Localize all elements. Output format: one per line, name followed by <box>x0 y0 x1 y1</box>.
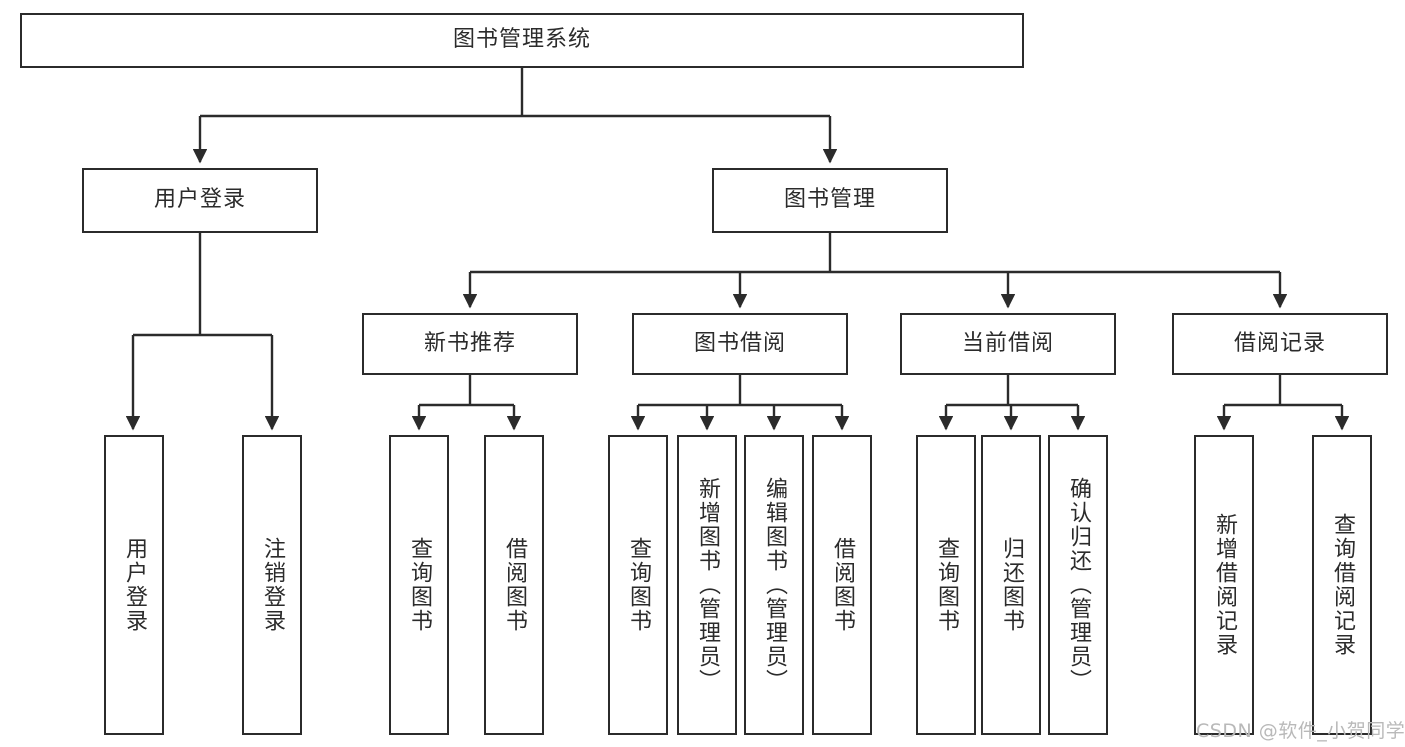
node-label: 新书推荐 <box>423 330 516 356</box>
leaf-user-login-box[interactable]: 用户登录 <box>104 435 164 735</box>
node-label: 查询图书 <box>406 537 432 633</box>
node-label: 借阅图书 <box>501 537 527 633</box>
node-label: 当前借阅 <box>961 330 1054 356</box>
node-label: 归还图书 <box>998 537 1024 633</box>
node-label: 查询图书 <box>933 537 959 633</box>
leaf-query-books-recommend-box[interactable]: 查询图书 <box>389 435 449 735</box>
book-management-box[interactable]: 图书管理 <box>712 168 948 233</box>
leaf-logout-box[interactable]: 注销登录 <box>242 435 302 735</box>
node-label: 查询借阅记录 <box>1329 513 1355 657</box>
leaf-add-book-admin-box[interactable]: 新增图书（管理员） <box>677 435 737 735</box>
leaf-borrow-books-box[interactable]: 借阅图书 <box>812 435 872 735</box>
new-book-recommend-box[interactable]: 新书推荐 <box>362 313 578 375</box>
node-label: 编辑图书（管理员） <box>761 477 787 693</box>
leaf-return-books-box[interactable]: 归还图书 <box>981 435 1041 735</box>
leaf-query-books-current-box[interactable]: 查询图书 <box>916 435 976 735</box>
current-borrow-box[interactable]: 当前借阅 <box>900 313 1116 375</box>
node-label: 查询图书 <box>625 537 651 633</box>
node-label: 新增图书（管理员） <box>694 477 720 693</box>
node-label: 图书管理 <box>783 187 876 213</box>
node-label: 确认归还（管理员） <box>1065 477 1091 693</box>
node-label: 借阅图书 <box>829 537 855 633</box>
root-title-box[interactable]: 图书管理系统 <box>20 13 1024 68</box>
node-label: 借阅记录 <box>1233 330 1326 356</box>
node-label: 用户登录 <box>121 537 147 633</box>
leaf-query-books-borrow-box[interactable]: 查询图书 <box>608 435 668 735</box>
user-login-box[interactable]: 用户登录 <box>82 168 318 233</box>
borrow-records-box[interactable]: 借阅记录 <box>1172 313 1388 375</box>
leaf-query-borrow-record-box[interactable]: 查询借阅记录 <box>1312 435 1372 735</box>
leaf-add-borrow-record-box[interactable]: 新增借阅记录 <box>1194 435 1254 735</box>
leaf-edit-book-admin-box[interactable]: 编辑图书（管理员） <box>744 435 804 735</box>
csdn-watermark: CSDN @软件_小贺同学 <box>1196 720 1405 742</box>
leaf-confirm-return-admin-box[interactable]: 确认归还（管理员） <box>1048 435 1108 735</box>
node-label: 图书借阅 <box>693 330 786 356</box>
node-label: 新增借阅记录 <box>1211 513 1237 657</box>
node-label: 用户登录 <box>153 187 246 213</box>
node-label: 图书管理系统 <box>452 27 591 53</box>
book-borrow-box[interactable]: 图书借阅 <box>632 313 848 375</box>
node-label: 注销登录 <box>259 537 285 633</box>
leaf-borrow-books-recommend-box[interactable]: 借阅图书 <box>484 435 544 735</box>
